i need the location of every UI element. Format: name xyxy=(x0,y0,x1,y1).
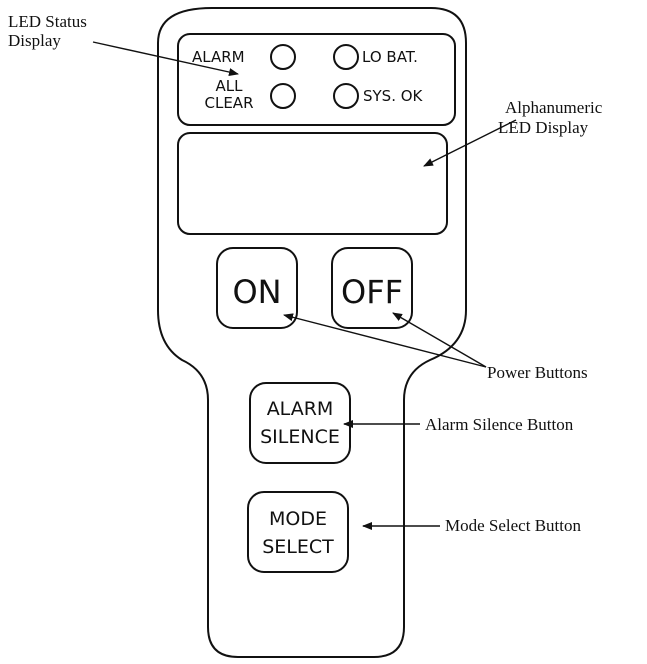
on-button[interactable]: ON xyxy=(216,247,298,329)
callout-led-status-line2: Display xyxy=(8,31,61,50)
lo-bat-led xyxy=(333,44,359,70)
mode-select-label-line2: SELECT xyxy=(262,536,334,558)
alarm-silence-label-line1: ALARM xyxy=(267,398,334,420)
leader-alphanumeric xyxy=(423,119,517,167)
callout-alphanumeric-line1: Alphanumeric xyxy=(505,98,603,117)
callout-alarm-silence-button: Alarm Silence Button xyxy=(425,415,574,434)
all-clear-led-label-line2: CLEAR xyxy=(205,94,254,112)
sys-ok-led-label: SYS. OK xyxy=(363,87,424,105)
on-button-label: ON xyxy=(232,273,281,311)
leader-power-off xyxy=(392,312,487,368)
sys-ok-led xyxy=(333,83,359,109)
off-button[interactable]: OFF xyxy=(331,247,413,329)
all-clear-led-label-line1: ALL xyxy=(216,77,244,95)
alarm-led xyxy=(270,44,296,70)
leader-led-status xyxy=(92,41,239,76)
alarm-led-label: ALARM xyxy=(192,48,245,66)
alphanumeric-led-display xyxy=(177,132,448,235)
leader-power-on xyxy=(283,313,487,368)
alarm-silence-label-line2: SILENCE xyxy=(260,426,340,448)
all-clear-led xyxy=(270,83,296,109)
off-button-label: OFF xyxy=(341,273,403,311)
callout-led-status-line1: LED Status xyxy=(8,12,87,31)
callout-alphanumeric-line2: LED Display xyxy=(498,118,589,137)
device-body xyxy=(157,7,467,658)
lo-bat-led-label: LO BAT. xyxy=(362,48,418,66)
callout-power-buttons: Power Buttons xyxy=(487,363,588,382)
mode-select-label-line1: MODE xyxy=(269,508,327,530)
alarm-silence-button[interactable]: ALARM SILENCE xyxy=(249,382,351,464)
led-status-panel xyxy=(177,33,456,126)
mode-select-button[interactable]: MODE SELECT xyxy=(247,491,349,573)
callout-mode-select-button: Mode Select Button xyxy=(445,516,581,535)
